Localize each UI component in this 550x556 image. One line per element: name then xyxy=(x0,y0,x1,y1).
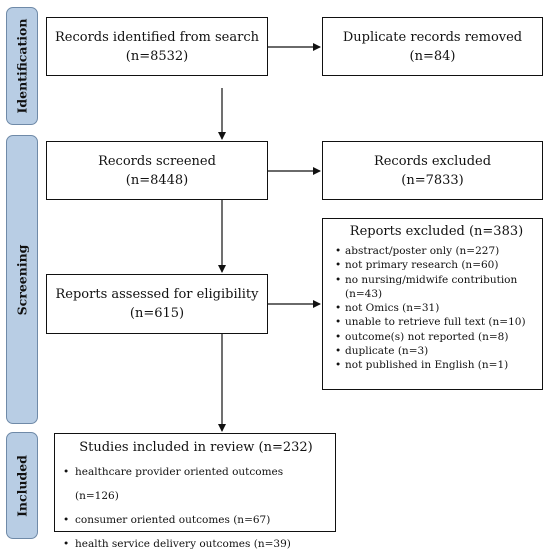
reports-assessed-label: Reports assessed for eligibility xyxy=(55,287,259,302)
records-identified-label: Records identified from search xyxy=(55,29,259,45)
records-identified-box: Records identified from search (n=8532) xyxy=(46,17,268,76)
duplicates-removed-box: Duplicate records removed (n=84) xyxy=(322,17,543,76)
reports-excluded-title: Reports excluded (n=383) xyxy=(349,224,524,239)
list-item: not primary research (n=60) xyxy=(335,258,536,273)
reports-excluded-list: abstract/poster only (n=227) not primary… xyxy=(335,244,536,373)
list-item: healthcare provider oriented outcomes (n… xyxy=(63,460,329,508)
list-item: unable to retrieve full text (n=10) xyxy=(335,315,536,330)
records-screened-count: (n=8448) xyxy=(125,172,189,188)
duplicates-removed-label: Duplicate records removed xyxy=(342,29,523,45)
reports-assessed-box: Reports assessed for eligibility (n=615) xyxy=(46,274,268,334)
reports-excluded-box: Reports excluded (n=383) abstract/poster… xyxy=(322,218,543,390)
records-excluded-count: (n=7833) xyxy=(401,172,464,188)
phase-identification: Identification xyxy=(6,7,38,125)
records-screened-label: Records screened xyxy=(98,153,216,169)
reports-assessed-count: (n=615) xyxy=(129,306,185,321)
list-item: consumer oriented outcomes (n=67) xyxy=(63,508,329,532)
records-identified-count: (n=8532) xyxy=(125,48,189,64)
list-item: abstract/poster only (n=227) xyxy=(335,244,536,259)
list-item: not published in English (n=1) xyxy=(335,358,536,373)
duplicates-removed-count: (n=84) xyxy=(409,48,456,64)
list-item: no nursing/midwife contribution (n=43) xyxy=(335,273,536,302)
records-excluded-label: Records excluded xyxy=(373,153,492,169)
studies-included-title: Studies included in review (n=232) xyxy=(79,440,313,455)
list-item: duplicate (n=3) xyxy=(335,344,536,359)
list-item: outcome(s) not reported (n=8) xyxy=(335,330,536,345)
records-excluded-box: Records excluded (n=7833) xyxy=(322,141,543,200)
records-screened-box: Records screened (n=8448) xyxy=(46,141,268,200)
list-item: not Omics (n=31) xyxy=(335,301,536,316)
phase-screening: Screening xyxy=(6,135,38,424)
phase-included: Included xyxy=(6,432,38,539)
